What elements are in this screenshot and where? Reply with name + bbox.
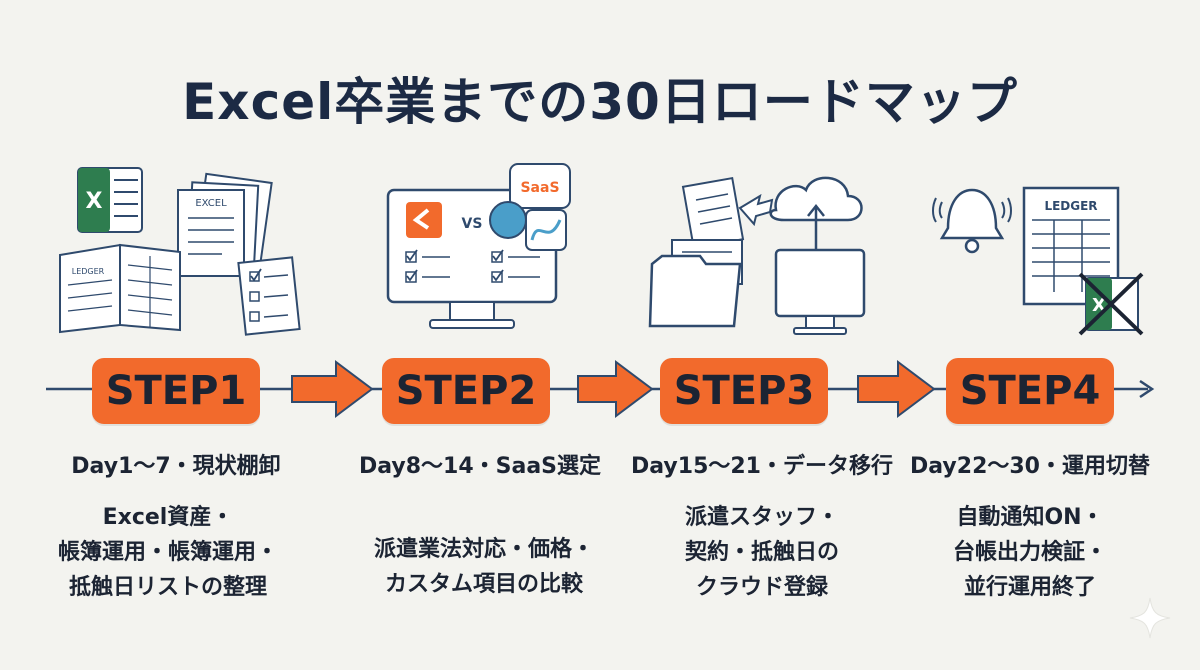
step3-line: 派遣スタッフ・ [684, 505, 839, 530]
step3-badge: STEP3 [660, 358, 828, 424]
folder-icon [648, 239, 743, 328]
monitor-icon [774, 248, 866, 335]
step3-illustration [648, 176, 866, 335]
step1-period: Day1〜7・現状棚卸 [71, 454, 281, 479]
cloud-upload-icon [769, 176, 863, 250]
arrow-2-3-icon [577, 360, 654, 418]
step1-illustration: X EXCEL LEDGER [59, 167, 301, 336]
step3-line: 契約・抵触日の [684, 540, 839, 565]
sparkle-icon [1129, 597, 1171, 639]
step4-illustration: LEDGER X [932, 186, 1144, 336]
arrow-1-2-icon [291, 360, 374, 418]
document-icon [681, 176, 745, 250]
excel-crossed-icon: X [1078, 272, 1144, 336]
vs-text: VS [462, 216, 483, 232]
step1-line: 帳簿運用・帳簿運用・ [57, 540, 278, 565]
saas-text: SaaS [520, 180, 559, 196]
ledger-sheet-text: LEDGER [1044, 199, 1097, 213]
step3-line: クラウド登録 [695, 575, 828, 600]
checklist-icon [237, 256, 301, 336]
step4-badge: STEP4 [946, 358, 1114, 424]
step4-description: 自動通知ON・ 台帳出力検証・ 並行運用終了 [880, 500, 1180, 605]
step2-description: 派遣業法対応・価格・ カスタム項目の比較 [334, 532, 634, 602]
step2-line: カスタム項目の比較 [384, 572, 583, 597]
excel-file-icon: X [77, 167, 143, 233]
document-stack-icon: EXCEL [177, 172, 273, 277]
step4-line: 自動通知ON・ [956, 505, 1104, 530]
arrow-to-cloud-icon [738, 193, 774, 227]
timeline [46, 360, 1155, 418]
svg-text:X: X [86, 189, 103, 214]
step4-period: Day22〜30・運用切替 [909, 454, 1150, 479]
step1-line: Excel資産・ [102, 505, 234, 530]
step2-badge: STEP2 [382, 358, 550, 424]
ledger-book-text: LEDGER [72, 267, 105, 276]
step1-description: Excel資産・ 帳簿運用・帳簿運用・ 抵触日リストの整理 [18, 500, 318, 605]
step2-period: Day8〜14・SaaS選定 [358, 454, 602, 479]
page-title: Excel卒業までの30日ロードマップ [182, 73, 1018, 131]
timeline-end-arrow-icon [1139, 379, 1155, 399]
step1-line: 抵触日リストの整理 [68, 575, 267, 600]
step2-illustration: VS SaaS [386, 163, 571, 329]
arrow-3-4-icon [857, 360, 936, 418]
saas-cloud-icon: SaaS [489, 163, 571, 251]
step3-period: Day15〜21・データ移行 [630, 454, 893, 479]
step1-badge: STEP1 [92, 358, 260, 424]
step4-line: 台帳出力検証・ [952, 540, 1107, 565]
step2-line: 派遣業法対応・価格・ [373, 537, 594, 562]
excel-doc-text: EXCEL [195, 198, 227, 209]
step4-line: 並行運用終了 [963, 575, 1096, 600]
bell-icon [932, 188, 1012, 254]
step3-description: 派遣スタッフ・ 契約・抵触日の クラウド登録 [612, 500, 912, 605]
ledger-book-icon: LEDGER [59, 243, 181, 334]
